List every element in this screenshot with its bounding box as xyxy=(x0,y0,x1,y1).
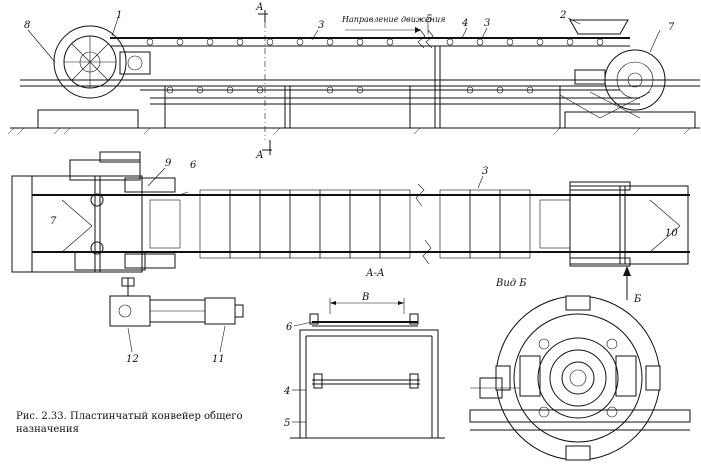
view-b xyxy=(469,295,691,461)
section-aa-label: А-А xyxy=(365,268,385,279)
figure-caption: Рис. 2.33. Пластинчатый конвейер общего … xyxy=(16,411,243,435)
callout-3-plan: 3 xyxy=(482,166,488,177)
plan-view xyxy=(11,151,690,300)
section-a-marker-bottom: А xyxy=(255,150,264,161)
callout-12: 12 xyxy=(126,354,139,365)
callout-4-section: 4 xyxy=(283,386,290,397)
callout-3-right: 3 xyxy=(484,18,490,29)
callout-10: 10 xyxy=(665,228,678,239)
drive-detail xyxy=(109,277,244,353)
view-b-label: Вид Б xyxy=(495,278,527,289)
section-aa xyxy=(290,298,445,439)
section-a-marker: А xyxy=(255,2,264,13)
callout-11: 11 xyxy=(212,354,225,365)
callout-7-plan: 7 xyxy=(50,216,57,227)
side-elevation xyxy=(7,10,700,155)
callout-5: 5 xyxy=(426,14,432,25)
direction-label: Направление движения xyxy=(341,15,445,24)
callout-7-top: 7 xyxy=(668,22,675,33)
callout-9: 9 xyxy=(165,158,172,169)
callout-6-plan: 6 xyxy=(190,160,197,171)
callout-2: 2 xyxy=(559,10,566,21)
dimension-b-label: B xyxy=(361,292,369,303)
callout-1: 1 xyxy=(116,10,122,21)
callout-3-top: 3 xyxy=(318,20,324,31)
callout-4: 4 xyxy=(461,18,468,29)
callout-8: 8 xyxy=(24,20,30,31)
arrow-b-label: Б xyxy=(633,294,642,305)
callout-6-section: 6 xyxy=(286,322,293,333)
callout-5-section: 5 xyxy=(284,418,290,429)
